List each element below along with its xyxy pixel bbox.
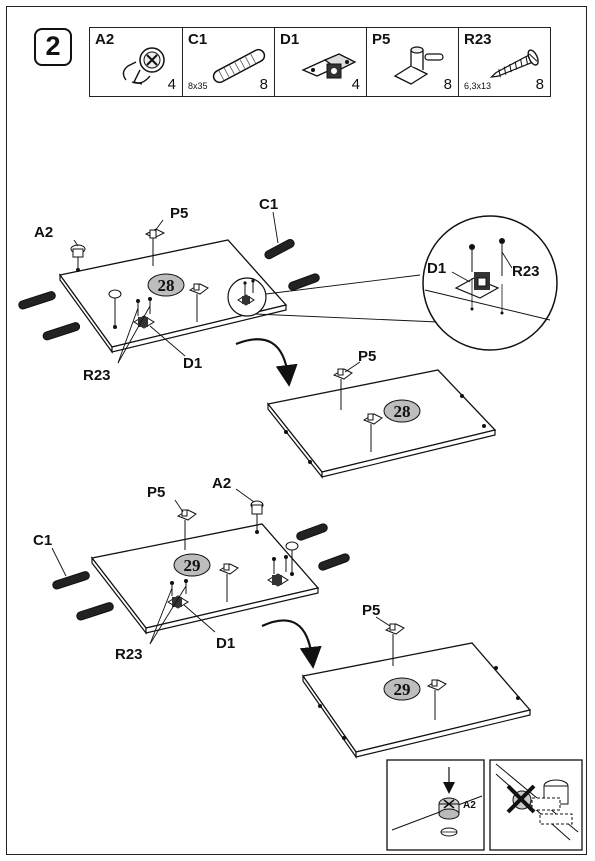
- cam-lock-hole: [285, 541, 299, 576]
- label-a2: A2: [34, 224, 53, 241]
- panel-number-label: 29: [394, 680, 411, 699]
- flip-arrow-upper: [235, 338, 298, 387]
- label-d1: D1: [183, 355, 202, 372]
- shelf-support-p5: [176, 509, 197, 550]
- part-code: A2: [95, 31, 115, 48]
- shelf-support-p5: [426, 679, 447, 720]
- shelf-support-icon: [393, 46, 444, 85]
- cam-lock-a2: [70, 244, 86, 272]
- panel-number-badge: [147, 273, 185, 297]
- cam-lock-icon: [122, 47, 165, 85]
- panel-number-label: 28: [394, 402, 411, 421]
- dowel-c1-right-2: [318, 553, 350, 571]
- part-qty: 8: [535, 76, 544, 93]
- label-r23: R23: [83, 367, 111, 384]
- label-c1: C1: [33, 532, 52, 549]
- part-cell-c1: C1 8x35 8: [182, 28, 274, 96]
- step-number-badge: 2: [34, 28, 72, 66]
- hinge-detail-view: D1 R23: [422, 215, 558, 351]
- part-cell-a2: A2 4: [90, 28, 182, 96]
- hinge-d1: [267, 555, 289, 587]
- cam-insert-detail-correct: A2: [386, 759, 485, 851]
- label-r23: R23: [115, 646, 143, 663]
- label-c1: C1: [259, 196, 278, 213]
- lower-panel-assembly: 29 P5 A2 C1 R23: [33, 475, 350, 663]
- dowel-c1-left-2: [42, 322, 81, 341]
- label-d1: D1: [216, 635, 235, 652]
- shelf-support-p5: [384, 623, 405, 666]
- cam-lock-a2: [250, 500, 264, 534]
- dowel-c1-left-1: [52, 571, 90, 590]
- part-cell-r23: R23 6,3x13 8: [458, 28, 550, 96]
- shelf-support-p5: [188, 283, 209, 322]
- wooden-dowel-icon: [212, 48, 266, 84]
- screw-icon: [489, 49, 539, 78]
- lower-panel-flipped: 29 P5: [301, 602, 532, 759]
- part-qty: 4: [167, 76, 176, 93]
- dowel-c1-left-2: [76, 602, 114, 621]
- dowel-c1-right-1: [296, 523, 328, 541]
- panel-number-badge: [383, 399, 421, 423]
- label-p5: P5: [170, 205, 188, 222]
- hinge-d1: [167, 579, 189, 609]
- dowel-c1-right-2: [288, 273, 320, 291]
- shelf-support-p5: [218, 563, 239, 602]
- label-p5: P5: [147, 484, 165, 501]
- shelf-support-p5: [144, 228, 166, 266]
- panel-number-label: 29: [184, 556, 201, 575]
- panel-number-badge: [173, 553, 211, 577]
- upper-panel-flipped: 28 P5: [266, 348, 497, 479]
- part-cell-p5: P5 8: [366, 28, 458, 96]
- hinge-d1: [237, 279, 255, 306]
- label-p5: P5: [362, 602, 380, 619]
- parts-table: A2 4 C1 8x35 8 D1: [89, 27, 551, 97]
- part-code: D1: [280, 31, 300, 48]
- cam-lock-hole: [108, 289, 122, 329]
- part-qty: 8: [259, 76, 268, 93]
- hinge-icon: [301, 53, 357, 79]
- page-frame: [6, 6, 587, 855]
- dowel-c1-right-1: [264, 238, 295, 260]
- flip-arrow-lower: [261, 619, 322, 669]
- part-code: R23: [464, 31, 492, 48]
- label-r23-detail: R23: [512, 263, 540, 280]
- shelf-support-p5: [362, 413, 383, 452]
- part-qty: 8: [443, 76, 452, 93]
- label-p5: P5: [358, 348, 376, 365]
- panel-number-label: 28: [158, 276, 175, 295]
- label-a2: A2: [212, 475, 231, 492]
- upper-panel-assembly: 28: [18, 196, 439, 384]
- shelf-support-p5: [332, 368, 353, 410]
- part-qty: 4: [351, 76, 360, 93]
- part-size: 6,3x13: [464, 81, 492, 91]
- label-d1-detail: D1: [427, 260, 446, 277]
- label-a2-detail: A2: [463, 800, 476, 811]
- part-code: P5: [372, 31, 391, 48]
- dowel-c1-left-1: [18, 291, 56, 310]
- part-cell-d1: D1 4: [274, 28, 366, 96]
- part-code: C1: [188, 31, 208, 48]
- panel-number-badge: [383, 677, 421, 701]
- cam-insert-detail-incorrect: [489, 759, 583, 851]
- part-size: 8x35: [188, 81, 208, 91]
